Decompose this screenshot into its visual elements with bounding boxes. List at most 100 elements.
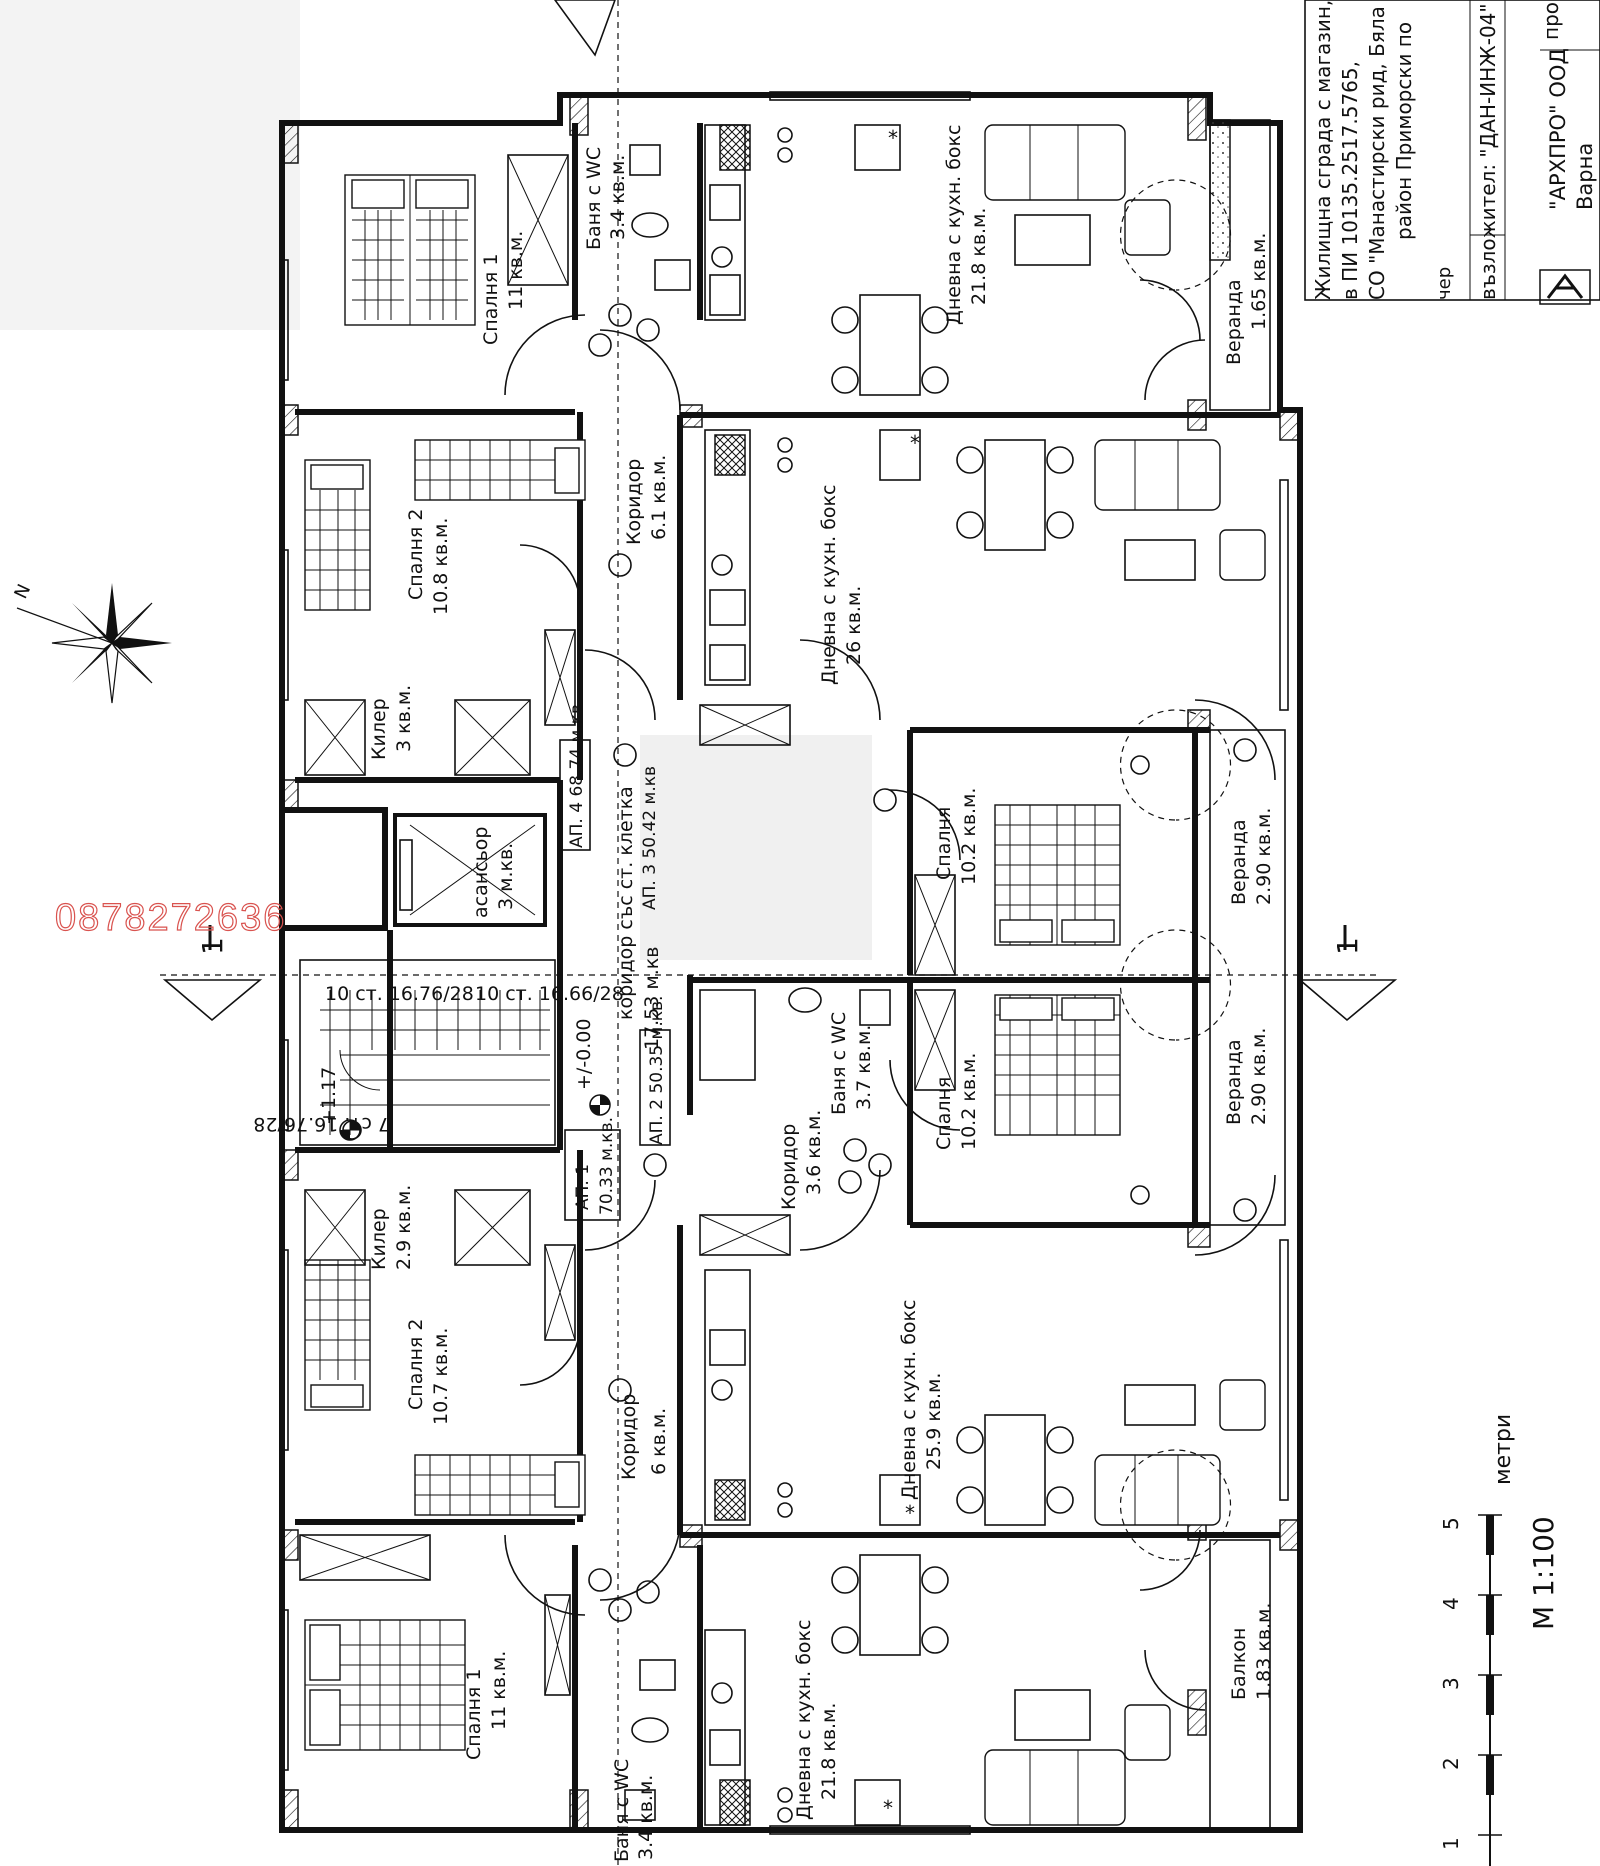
interior-walls — [295, 123, 1280, 1830]
bedroom1-bottom-name: Спалня 1 — [463, 1669, 485, 1760]
title-cell-che: чер — [1434, 267, 1455, 300]
veranda-ap2-name: Веранда — [1223, 1039, 1245, 1125]
bed-bottom-single-a — [304, 1259, 371, 1411]
bath-top-area: 3.4 кв.м. — [607, 155, 629, 240]
section-mark-right: 1 — [1331, 937, 1364, 955]
title-block — [1304, 0, 1600, 301]
kitchen-top: * — [704, 124, 901, 321]
bed-ap2 — [994, 994, 1121, 1136]
title-designer-1: "АРХПРО" ООД — [1546, 48, 1570, 210]
veranda-ap3-name: Веранда — [1228, 819, 1250, 905]
svg-text:*: * — [910, 431, 920, 455]
living-ap2-area: 25.9 кв.м. — [923, 1373, 945, 1470]
scale-tick-3: 3 — [1439, 1677, 1463, 1690]
svg-text:*: * — [905, 1501, 915, 1525]
kitchen-bottom: * — [704, 1629, 901, 1826]
bath-ap2-name: Баня с WC — [828, 1012, 850, 1115]
title-designer-2: Варна — [1573, 143, 1597, 210]
corridor-top-area: 6.1 кв.м. — [648, 455, 670, 540]
section-mark-left: 1 — [196, 937, 229, 955]
title-cell-pro: про — [1539, 2, 1563, 40]
scale-bar — [1478, 1514, 1502, 1866]
ap2-label: АП. 2 50.35 м.кв. — [647, 996, 667, 1145]
title-line2: в ПИ 10135.2517.5765, — [1338, 61, 1362, 300]
scale-tick-5: 5 — [1439, 1517, 1463, 1530]
corridor-bottom-name: Коридор — [618, 1394, 640, 1480]
living-top-name: Дневна с кухн. бокс — [943, 125, 965, 325]
veranda-top-name: Веранда — [1223, 279, 1245, 365]
north-arrow-icon — [16, 583, 172, 704]
stair-corridor-area: 17.53 м.кв — [641, 947, 663, 1050]
bedroom2-top-name: Спалня 2 — [405, 509, 427, 600]
stair-corridor-name: коридор със ст. клетка — [615, 786, 637, 1020]
section-lines — [160, 0, 1398, 1866]
designer-logo-icon — [1539, 269, 1591, 305]
svg-text:*: * — [888, 126, 898, 150]
level-marker-icon — [339, 1094, 611, 1141]
bed-top-single-a — [414, 439, 586, 501]
title-client: възложител: "ДАН-ИНЖ-04" ЕО — [1476, 0, 1500, 300]
elevator-area: 3 м.кв. — [495, 843, 517, 910]
bed-top-double — [344, 174, 476, 326]
living-bottom-furniture — [831, 1554, 1171, 1826]
level-a: +1.17 — [318, 1067, 340, 1125]
pantry-top-area: 3 кв.м. — [393, 685, 415, 752]
svg-text:*: * — [883, 1796, 893, 1820]
bedroom1-top-area: 11 кв.м. — [505, 231, 527, 310]
living-bottom-name: Дневна с кухн. бокс — [793, 1620, 815, 1820]
scale-ratio: М 1:100 — [1527, 1516, 1560, 1630]
level-b: +/-0.00 — [573, 1019, 595, 1090]
stairs-a-label: 10 ст. 16.76/28 — [325, 983, 474, 1005]
ap1-label-2: 70.33 м.кв. — [597, 1117, 617, 1215]
kitchen-ap3: * — [704, 429, 921, 686]
living-ap2-name: Дневна с кухн. бокс — [898, 1300, 920, 1500]
veranda-ap3-area: 2.90 кв.м. — [1253, 808, 1275, 905]
bed-top-single-b — [304, 459, 371, 611]
watermark-phone: 0878272636 — [55, 897, 286, 939]
bedroom-ap2-area: 10.2 кв.м. — [958, 1053, 980, 1150]
living-ap2-furniture — [956, 1379, 1266, 1526]
title-line1: Жилищна сграда с магазин, — [1311, 0, 1335, 300]
north-label: N — [10, 581, 35, 602]
ap3-label: АП. 3 50.42 м.кв — [640, 766, 660, 910]
title-line3: СО "Манастирски рид, Бяла — [1365, 6, 1389, 300]
windows — [279, 91, 1289, 1835]
pantry-bottom-area: 2.9 кв.м. — [393, 1185, 415, 1270]
bedroom-ap3-name: Спалня — [933, 807, 955, 880]
scale-unit: метри — [1491, 1414, 1516, 1485]
living-top-furniture — [831, 124, 1171, 396]
bedroom-ap3-area: 10.2 кв.м. — [958, 788, 980, 885]
redacted-area — [640, 735, 872, 960]
veranda-top-area: 1.65 кв.м. — [1248, 233, 1270, 330]
balcony-bottom-name: Балкон — [1228, 1628, 1250, 1700]
corridor-ap2-area: 3.6 кв.м. — [803, 1110, 825, 1195]
wardrobes — [299, 154, 956, 1696]
bedroom2-bottom-name: Спалня 2 — [405, 1319, 427, 1410]
bath-ap2-area: 3.7 кв.м. — [853, 1025, 875, 1110]
stairs — [299, 959, 556, 1146]
corridor-bottom-area: 6 кв.м. — [648, 1408, 670, 1475]
kitchen-ap2: * — [704, 1269, 921, 1526]
ap1-label-1: АП. 1 — [573, 1164, 593, 1210]
pantry-bottom-name: Килер — [368, 1208, 390, 1270]
veranda-ap2-area: 2.90 кв.м. — [1248, 1028, 1270, 1125]
ap4-label: АП. 4 68.74 м.кв — [567, 704, 587, 848]
balcony-bottom-area: 1.83 кв.м. — [1253, 1603, 1275, 1700]
bed-ap3 — [994, 804, 1121, 946]
bedroom1-bottom-area: 11 кв.м. — [488, 1651, 510, 1730]
bath-bottom-name: Баня с WC — [611, 1759, 633, 1862]
bedroom1-top-name: Спалня 1 — [480, 254, 502, 345]
bath-fixtures — [624, 144, 891, 1821]
scale-tick-4: 4 — [1439, 1597, 1463, 1610]
light-points — [588, 303, 1257, 1622]
living-bottom-area: 21.8 кв.м. — [818, 1703, 840, 1800]
scale-tick-2: 2 — [1439, 1757, 1463, 1770]
living-ap3-name: Дневна с кухн. бокс — [818, 485, 840, 685]
bedroom2-bottom-area: 10.7 кв.м. — [430, 1328, 452, 1425]
elevator-name: асансьор — [470, 827, 492, 918]
exterior-walls — [279, 92, 1303, 1833]
bath-bottom-area: 3.4 кв.м. — [635, 1775, 657, 1860]
bedroom-ap2-name: Спалня — [933, 1077, 955, 1150]
living-ap3-furniture — [956, 439, 1266, 581]
